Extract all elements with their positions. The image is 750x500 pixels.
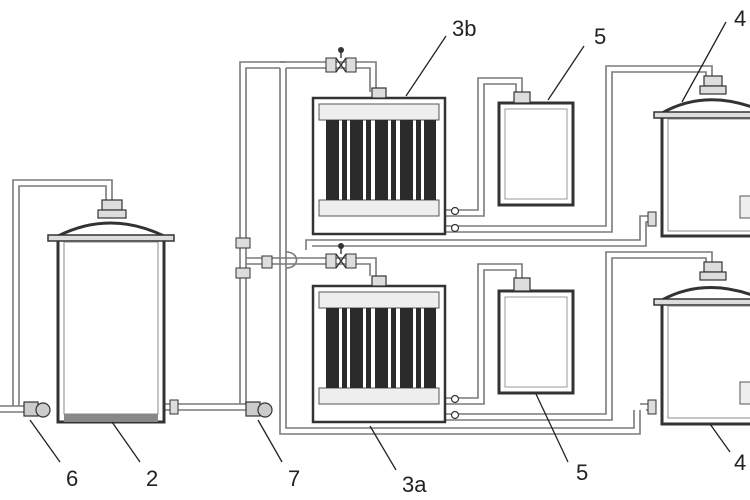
tank-5-top <box>497 91 575 207</box>
tank-4-bottom <box>653 261 750 426</box>
label-7: 7 <box>288 466 300 491</box>
valve-fittings <box>169 47 657 420</box>
label-5-top: 5 <box>594 24 606 49</box>
membrane-module-3b <box>311 87 447 236</box>
leader-lines <box>29 21 731 471</box>
label-6: 6 <box>66 466 78 491</box>
pump-6 <box>23 401 51 418</box>
label-5-bottom: 5 <box>576 460 588 485</box>
label-3b: 3b <box>452 16 476 41</box>
label-2: 2 <box>146 466 158 491</box>
membrane-module-3a <box>311 275 447 424</box>
label-4-bottom: 4 <box>734 450 746 475</box>
label-4-top: 4 <box>734 6 746 31</box>
pump-7 <box>245 401 273 418</box>
label-3a: 3a <box>402 472 427 497</box>
tank-5-bottom <box>497 277 575 395</box>
tank-4-top <box>653 75 750 238</box>
tank-2 <box>47 199 175 424</box>
